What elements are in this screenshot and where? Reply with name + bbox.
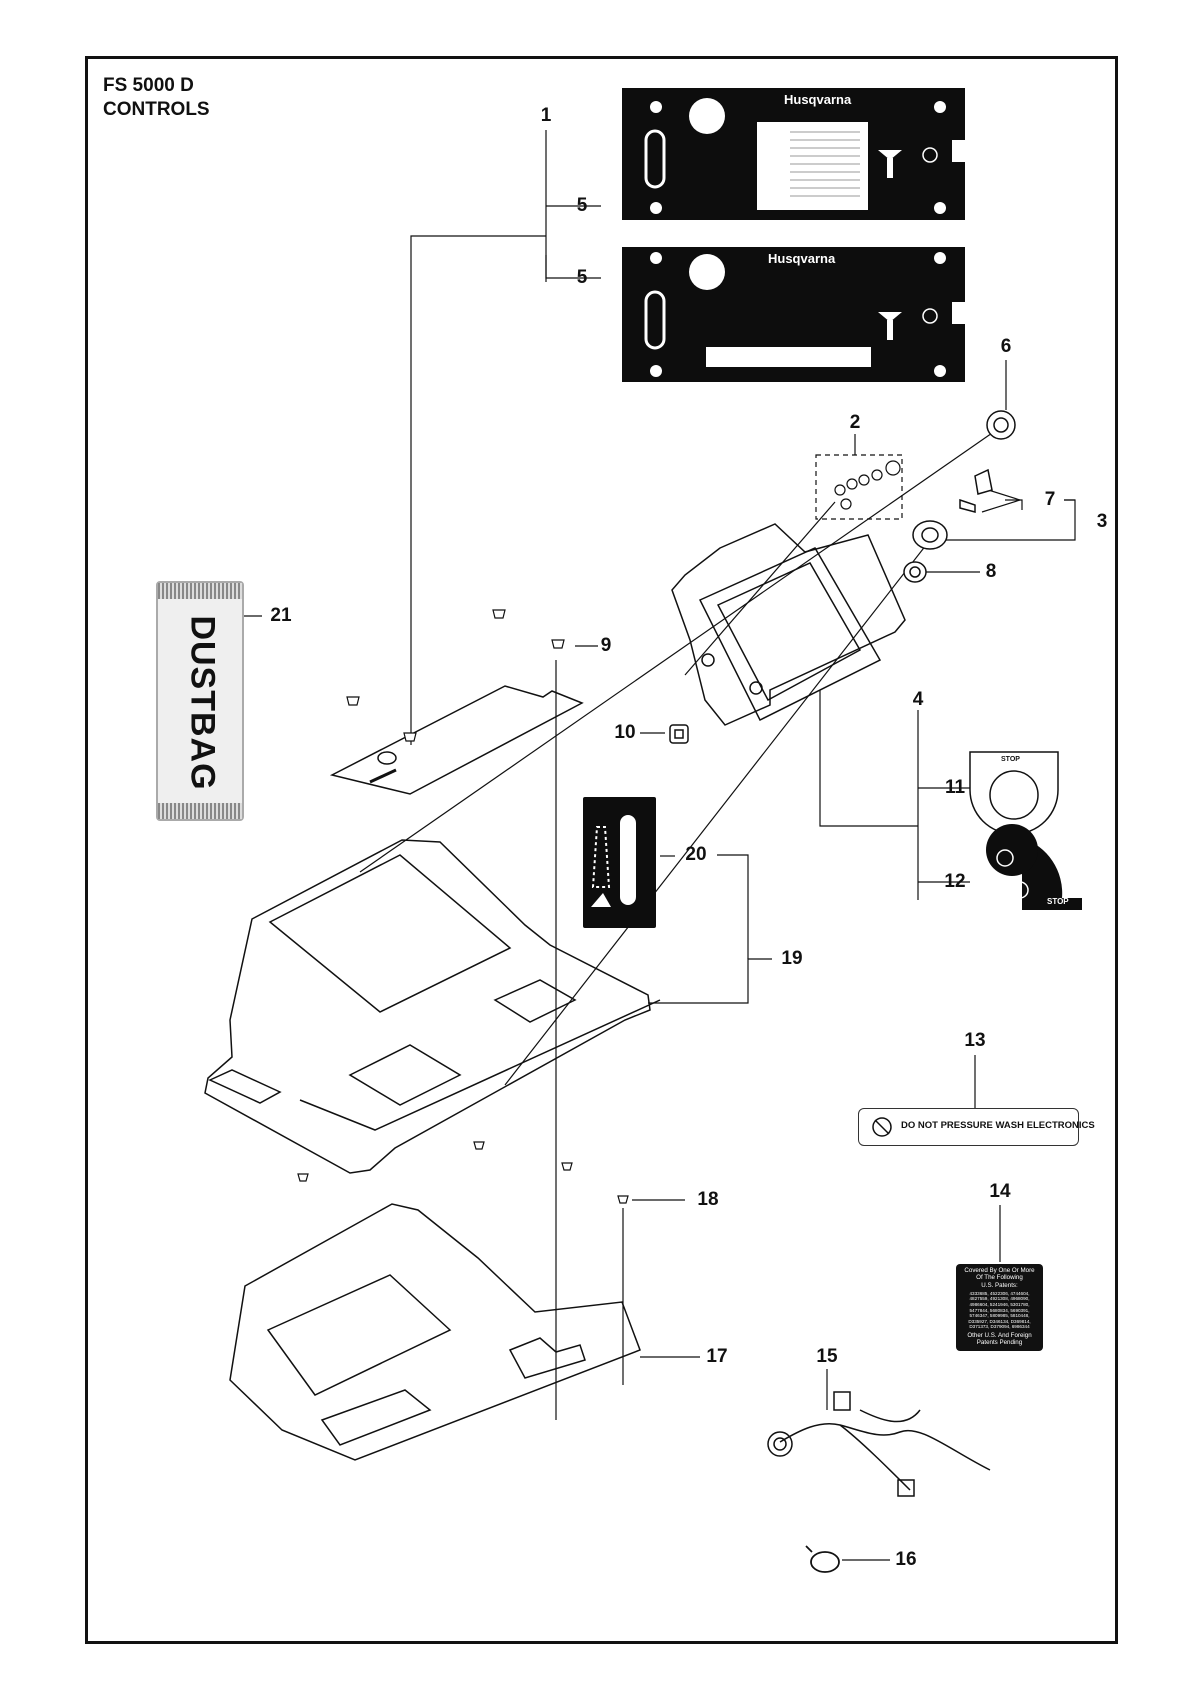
- callout-2: 2: [849, 412, 861, 433]
- page-title: FS 5000 D CONTROLS: [103, 74, 210, 122]
- callout-14: 14: [989, 1181, 1011, 1202]
- part-10-clip: [669, 724, 689, 744]
- patent-numbers: 4333685, 4522306, 4744604, 4827559, 4921…: [968, 1290, 1031, 1330]
- callout-15: 15: [816, 1346, 838, 1367]
- leader-19: [648, 958, 772, 1004]
- leader-7b: [981, 487, 1022, 513]
- callout-4: 4: [912, 689, 924, 710]
- leader-diag-3: [684, 501, 836, 676]
- dustbag-bottom-band: [158, 803, 242, 819]
- stop-label-12: STOP: [1047, 897, 1069, 906]
- part-16-hose-clamp: [805, 1545, 840, 1573]
- callout-13: 13: [964, 1030, 986, 1051]
- leader-7: [1005, 499, 1023, 510]
- callout-17: 17: [706, 1346, 728, 1367]
- leader-5b: [545, 255, 601, 279]
- part-2-hardware: [834, 460, 901, 510]
- leader-diag-2: [504, 539, 931, 1086]
- leader-4-bracket: [819, 690, 918, 827]
- leader-diag-1: [359, 430, 996, 873]
- section-name: CONTROLS: [103, 99, 210, 120]
- callout-20: 20: [685, 844, 707, 865]
- callout-18: 18: [697, 1189, 719, 1210]
- no-pressure-wash-icon: [872, 1117, 892, 1137]
- part-8-grommet: [903, 561, 927, 583]
- mounting-bracket: [229, 1203, 641, 1461]
- patent-heading-2: Of The Following: [976, 1274, 1023, 1282]
- callout-12: 12: [944, 871, 966, 892]
- patent-footer-1: Other U.S. And Foreign: [967, 1332, 1032, 1340]
- part-21-dustbag-decal: DUSTBAG: [156, 581, 244, 821]
- part-2-group-box: [815, 454, 903, 520]
- patent-heading-1: Covered By One Or More: [964, 1267, 1035, 1274]
- stop-label-11: STOP: [1001, 756, 1020, 763]
- callout-16: 16: [895, 1549, 917, 1570]
- brand-logo-lower: Husqvarna: [768, 251, 836, 266]
- dustbag-top-band: [158, 583, 242, 599]
- patent-footer-2: Patents Pending: [976, 1339, 1023, 1347]
- depth-scale-icon: [591, 815, 636, 907]
- callout-1: 1: [540, 105, 552, 126]
- callout-21: 21: [270, 605, 292, 626]
- pressure-wash-text: DO NOT PRESSURE WASH ELECTRONICS: [901, 1120, 1095, 1131]
- callout-11: 11: [944, 777, 966, 798]
- patent-heading-3: U.S. Patents:: [981, 1281, 1018, 1289]
- part-15-wiring-harness: [767, 1391, 991, 1497]
- callout-8: 8: [985, 561, 997, 582]
- dustbag-text: DUSTBAG: [183, 615, 222, 791]
- callout-3: 3: [1096, 511, 1108, 532]
- part-13-pressure-wash-label: DO NOT PRESSURE WASH ELECTRONICS: [858, 1108, 1095, 1146]
- decal-5-upper: [622, 88, 965, 220]
- screws: [297, 609, 629, 1204]
- leader-19b: [717, 854, 749, 959]
- page-frame: [85, 56, 1118, 1644]
- part-7-knob: [959, 468, 993, 513]
- brand-logo-upper: Husqvarna: [784, 92, 852, 107]
- leader-1-to-plate: [410, 235, 546, 745]
- callout-5-lower: 5: [576, 267, 588, 288]
- part-14-patent-label: Covered By One Or More Of The Following …: [956, 1264, 1043, 1351]
- model-name: FS 5000 D: [103, 75, 194, 96]
- callout-5-upper: 5: [576, 195, 588, 216]
- callout-19: 19: [781, 948, 803, 969]
- callout-9: 9: [600, 635, 612, 656]
- top-cover-plate: [329, 685, 584, 795]
- part-6-switch: [986, 410, 1016, 440]
- part-12-ignition-decal: [986, 824, 1082, 910]
- callout-6: 6: [1000, 336, 1012, 357]
- callout-10: 10: [614, 722, 636, 743]
- callout-7: 7: [1044, 489, 1056, 510]
- part-20-decal: [583, 797, 656, 928]
- control-panel-plate: [671, 523, 906, 726]
- console-housing: [204, 839, 661, 1174]
- part-11-stop-decal: [969, 751, 1059, 835]
- decal-5-lower: [622, 247, 965, 382]
- part-3-ignition: [912, 520, 948, 550]
